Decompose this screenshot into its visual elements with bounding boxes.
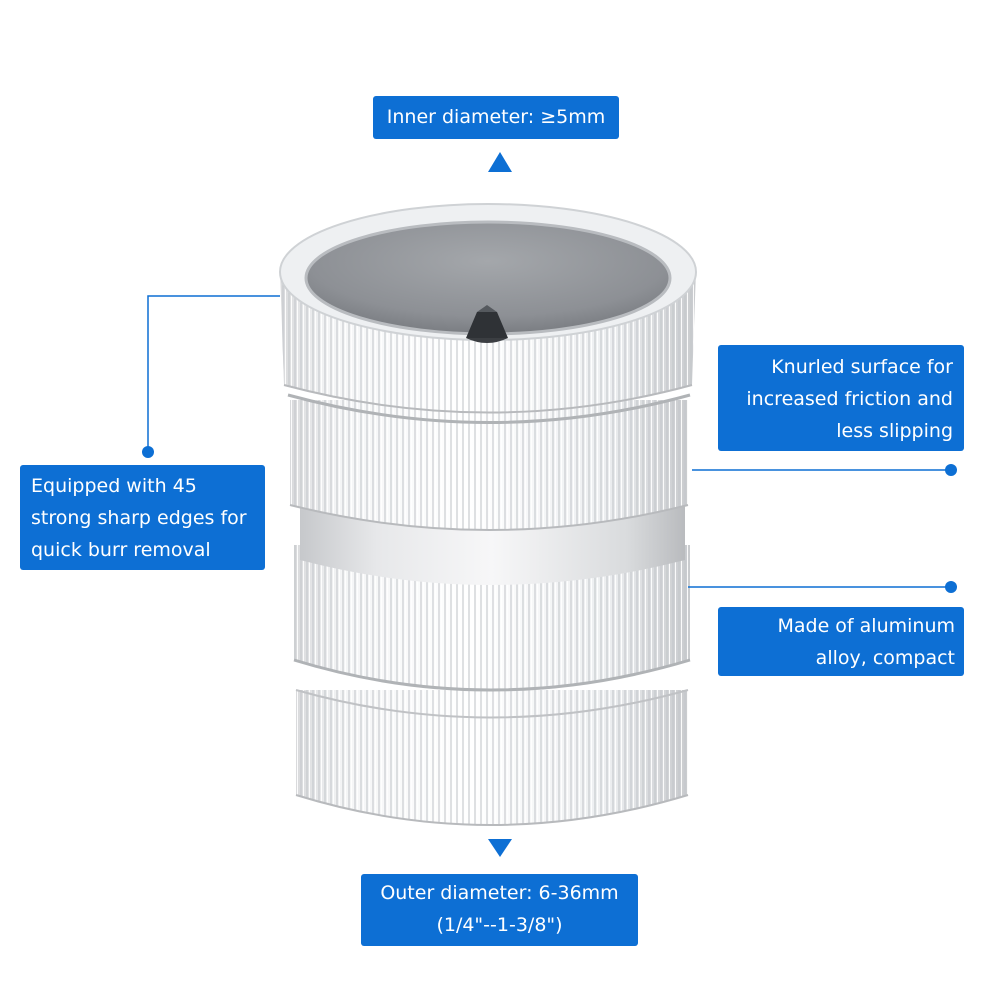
- callout-equipped-line-3: quick burr removal: [31, 539, 211, 561]
- callout-aluminum-alloy: Made of aluminum alloy, compact: [718, 607, 964, 676]
- callout-outer-line-2: (1/4"--1-3/8"): [436, 914, 563, 936]
- connector-dot-alloy: [945, 581, 957, 593]
- callout-knurled-line-1: Knurled surface for: [771, 356, 953, 378]
- callout-inner-diameter-text: Inner diameter: ≥5mm: [386, 106, 606, 128]
- callout-outer-diameter: Outer diameter: 6-36mm (1/4"--1-3/8"): [361, 874, 638, 946]
- arrow-up-icon: [488, 152, 512, 172]
- knurl-ring-lower: [293, 545, 691, 719]
- connector-equipped: [147, 295, 280, 452]
- callout-equipped-line-2: strong sharp edges for: [31, 507, 247, 529]
- callout-outer-line-1: Outer diameter: 6-36mm: [380, 882, 619, 904]
- callout-knurled-line-2: increased friction and: [746, 388, 953, 410]
- callout-knurled-line-3: less slipping: [836, 420, 953, 442]
- callout-inner-diameter: Inner diameter: ≥5mm: [373, 96, 619, 139]
- arrow-down-icon: [488, 839, 512, 857]
- connector-dot-knurled: [945, 464, 957, 476]
- callout-alloy-line-1: Made of aluminum: [777, 615, 955, 637]
- knurl-ring-bottom: [295, 690, 689, 826]
- callout-knurled-surface: Knurled surface for increased friction a…: [718, 345, 964, 451]
- tool-top-opening: [279, 203, 697, 343]
- callout-equipped-line-1: Equipped with 45: [31, 475, 197, 497]
- knurl-ring-upper: [287, 393, 691, 531]
- callout-sharp-edges: Equipped with 45 strong sharp edges for …: [20, 465, 265, 570]
- connector-dot-equipped: [142, 446, 154, 458]
- callout-alloy-line-2: alloy, compact: [815, 647, 955, 669]
